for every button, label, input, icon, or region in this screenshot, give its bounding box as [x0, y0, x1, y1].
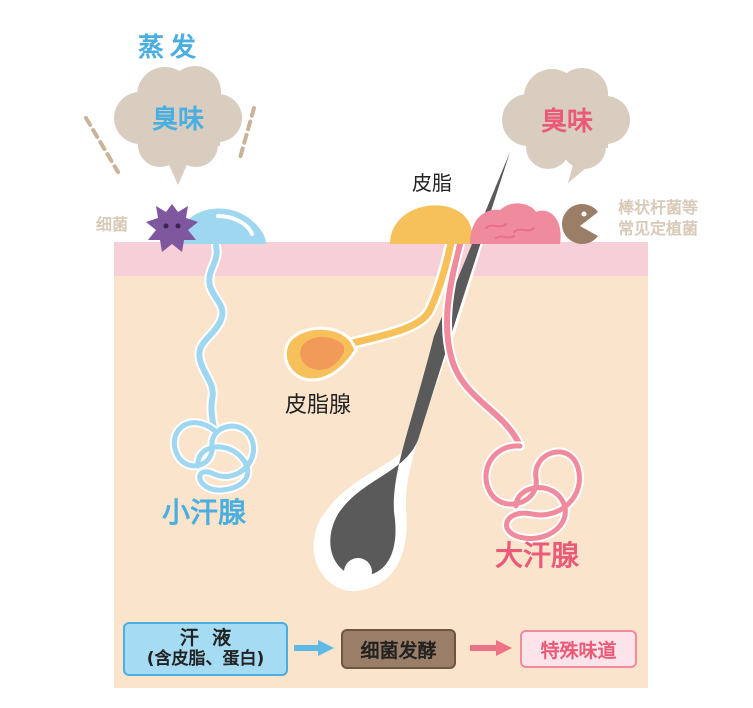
resident-bacteria-label-line1: 棒状杆菌等 — [618, 198, 698, 217]
apocrine-secretion — [470, 203, 561, 244]
odor-cloud-left — [114, 66, 242, 185]
odor-label-right: 臭味 — [541, 107, 593, 137]
evaporation-dashes — [84, 106, 256, 174]
bacterium-icon — [146, 204, 198, 252]
odor-label-left: 臭味 — [152, 105, 204, 135]
flow-step-fermentation-text: 细菌发酵 — [360, 639, 437, 662]
flow-step-odor: 特殊味道 — [520, 630, 637, 668]
apocrine-gland-label: 大汗腺 — [495, 539, 580, 572]
flow-arrow-pink — [470, 640, 512, 656]
apocrine-gland-coil-line — [483, 443, 582, 541]
hair-bulb — [344, 558, 372, 586]
odor-cloud-right — [502, 68, 630, 183]
evaporation-label: 蒸发 — [138, 32, 202, 63]
flow-step-odor-text: 特殊味道 — [540, 639, 617, 662]
bacteria-label: 细菌 — [96, 215, 128, 234]
resident-bacterium-icon — [562, 204, 598, 245]
eccrine-gland-label: 小汗腺 — [162, 496, 247, 529]
resident-bacteria-label-line2: 常见定植菌 — [618, 219, 698, 238]
flow-arrow-blue — [294, 640, 334, 656]
eccrine-gland-coil-line — [171, 420, 257, 493]
epidermis-layer — [114, 242, 648, 276]
flow-step-sweat-line2: (含皮脂、蛋白) — [146, 649, 265, 670]
sebum-blob — [390, 205, 472, 244]
flow-step-fermentation: 细菌发酵 — [341, 629, 456, 669]
flow-step-sweat: 汗 液 (含皮脂、蛋白) — [123, 622, 288, 676]
sebaceous-gland-label: 皮脂腺 — [285, 393, 351, 418]
hair-follicle — [313, 150, 512, 592]
hair-shaft — [330, 152, 510, 576]
flow-step-sweat-line1: 汗 液 — [179, 627, 232, 650]
sebum-label: 皮脂 — [412, 171, 452, 195]
sweat-droplet — [178, 208, 266, 244]
